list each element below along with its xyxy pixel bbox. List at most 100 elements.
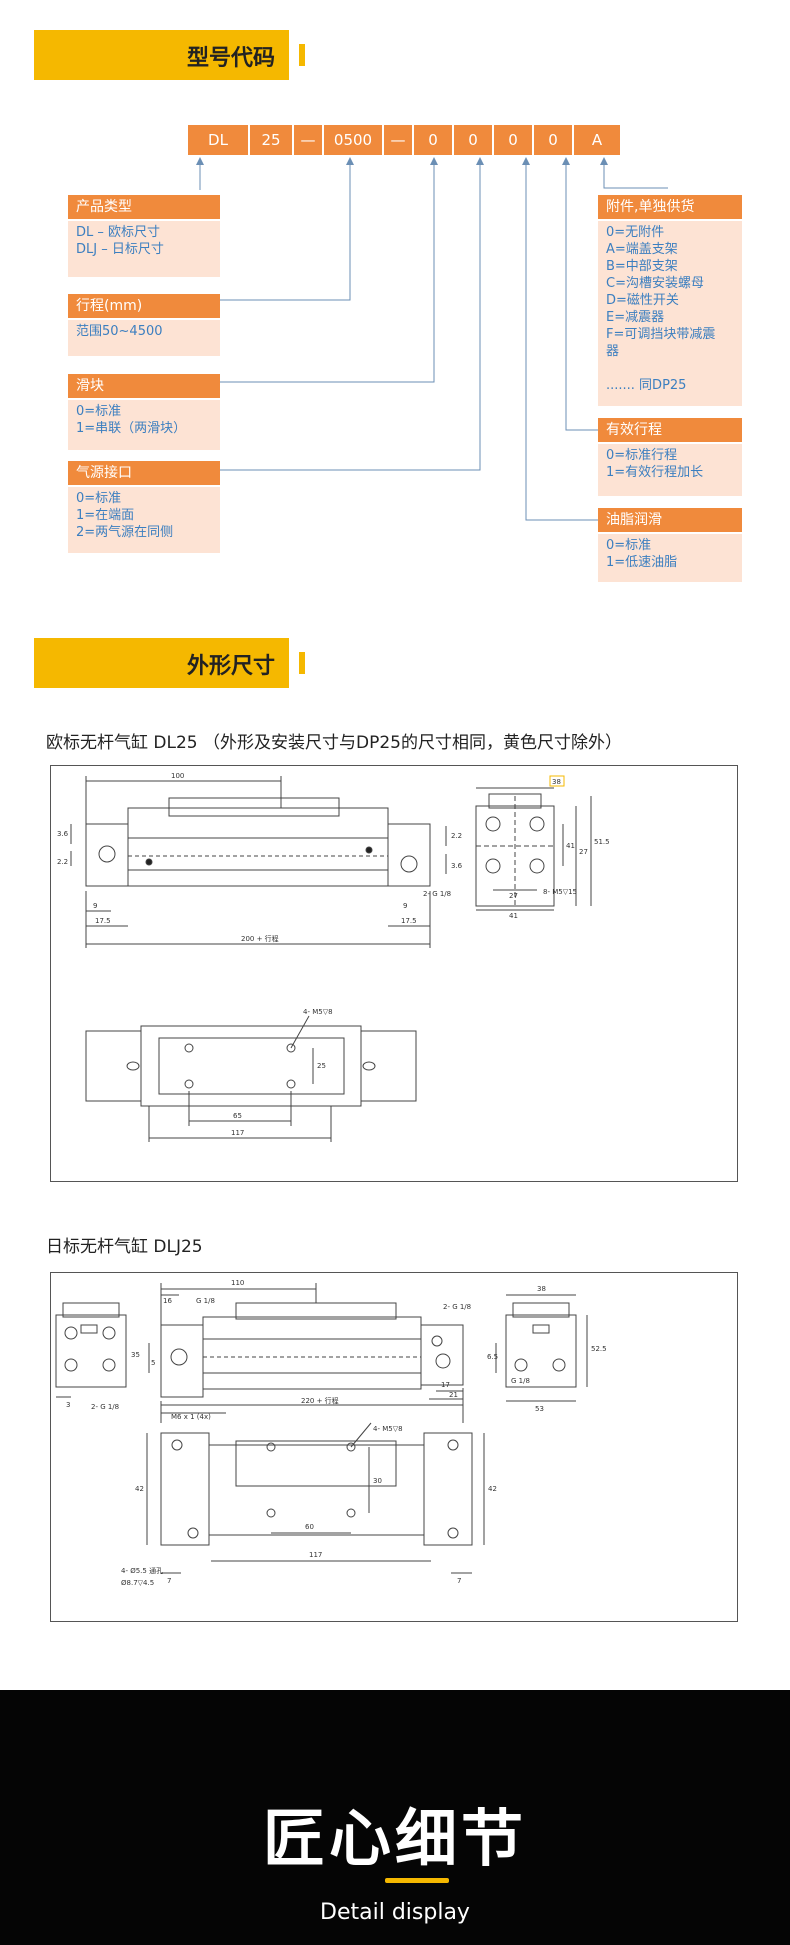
- dim-label: 25: [317, 1062, 326, 1070]
- dim-label: 110: [231, 1279, 244, 1287]
- dim-label: 16: [163, 1297, 172, 1305]
- option-line: 0=无附件: [606, 225, 665, 240]
- option-line: ....... 同DP25: [606, 378, 687, 393]
- dim-label: 30: [373, 1477, 382, 1485]
- dim-label: 17.5: [95, 917, 111, 925]
- dim-label: 117: [309, 1551, 322, 1559]
- option-body-air-port: 0=标准 1=在端面 2=两气源在同侧: [68, 487, 220, 553]
- option-line: DLJ – 日标尺寸: [76, 242, 164, 257]
- dim-label: 200 + 行程: [241, 934, 279, 943]
- dim-label: 51.5: [594, 838, 610, 846]
- section-header-dimensions: 外形尺寸: [34, 638, 305, 688]
- dim-label: 100: [171, 772, 184, 780]
- option-line: 0=标准: [76, 404, 122, 419]
- footer-title: 匠心细节: [262, 1802, 527, 1875]
- code-box-stroke: 0500: [324, 125, 382, 155]
- dim-label: 2- G 1/8: [443, 1303, 471, 1311]
- dim-label: 9: [93, 902, 97, 910]
- dim-label: 27: [579, 848, 588, 856]
- option-line: 器: [606, 344, 620, 359]
- section-header-model-code: 型号代码: [34, 30, 305, 80]
- option-label-air-port: 气源接口: [68, 461, 220, 485]
- dim-label: M6 x 1 (4x): [171, 1413, 211, 1421]
- option-line: 2=两气源在同侧: [76, 525, 174, 540]
- footer-subtitle: Detail display: [320, 1900, 470, 1925]
- option-line: A=端盖支架: [606, 242, 678, 257]
- dim-label: 41: [566, 842, 575, 850]
- option-label-stroke: 行程(mm): [68, 294, 220, 318]
- code-box-dash-2: —: [384, 125, 412, 155]
- option-line: 1=串联（两滑块）: [76, 421, 187, 436]
- dim-label: 2.2: [451, 832, 462, 840]
- option-line: 0=标准: [76, 491, 122, 506]
- dim-label: 17: [441, 1381, 450, 1389]
- dim-label: 42: [488, 1485, 497, 1493]
- option-body-product-type: DL – 欧标尺寸 DLJ – 日标尺寸: [68, 221, 220, 277]
- dim-label: 21: [449, 1391, 458, 1399]
- dim-label: 53: [535, 1405, 544, 1413]
- code-box-effective-stroke: 0: [534, 125, 572, 155]
- dim-label: 27: [509, 892, 518, 900]
- dim-label: 4- Ø5.5 通孔: [121, 1566, 163, 1575]
- option-body-slider: 0=标准 1=串联（两滑块）: [68, 400, 220, 450]
- dim-label: 41: [509, 912, 518, 920]
- dim-label: 17.5: [401, 917, 417, 925]
- dim-label: 7: [457, 1577, 461, 1585]
- footer-accent-line: [385, 1878, 449, 1883]
- option-line: 1=在端面: [76, 508, 135, 523]
- dim-label: 3: [66, 1401, 70, 1409]
- dim-label: 38: [552, 778, 561, 786]
- option-body-grease: 0=标准 1=低速油脂: [598, 534, 742, 582]
- dim-label: 65: [233, 1112, 242, 1120]
- option-label-product-type: 产品类型: [68, 195, 220, 219]
- caption-dl25: 欧标无杆气缸 DL25 （外形及安装尺寸与DP25的尺寸相同，黄色尺寸除外）: [46, 733, 622, 753]
- dim-label: 220 + 行程: [301, 1396, 339, 1405]
- dim-label: 7: [167, 1577, 171, 1585]
- dim-label: 4- M5▽8: [373, 1425, 403, 1433]
- option-label-slider: 滑块: [68, 374, 220, 398]
- code-box-accessory: A: [574, 125, 620, 155]
- section-title: 外形尺寸: [186, 654, 275, 679]
- dim-label: 4- M5▽8: [303, 1008, 333, 1016]
- code-box-dash-1: —: [294, 125, 322, 155]
- section-title: 型号代码: [186, 46, 275, 71]
- option-body-effective-stroke: 0=标准行程 1=有效行程加长: [598, 444, 742, 496]
- option-line: 范围50~4500: [76, 324, 163, 339]
- option-line: F=可调挡块带减震: [606, 327, 716, 342]
- dim-label: 5: [151, 1359, 155, 1367]
- dim-label: 35: [131, 1351, 140, 1359]
- option-line: B=中部支架: [606, 259, 678, 274]
- dim-label: G 1/8: [511, 1377, 530, 1385]
- code-box-slider: 0: [414, 125, 452, 155]
- dim-label: 52.5: [591, 1345, 607, 1353]
- option-label-grease: 油脂润滑: [598, 508, 742, 532]
- dim-label: 9: [403, 902, 407, 910]
- code-box-grease: 0: [494, 125, 532, 155]
- dim-label: 6.5: [487, 1353, 498, 1361]
- dim-label: 38: [537, 1285, 546, 1293]
- dim-label: 2.2: [57, 858, 68, 866]
- option-label-accessory: 附件,单独供货: [598, 195, 742, 219]
- dim-label: 2- G 1/8: [423, 890, 451, 898]
- dim-label: 2- G 1/8: [91, 1403, 119, 1411]
- option-label-effective-stroke: 有效行程: [598, 418, 742, 442]
- option-body-accessory: 0=无附件 A=端盖支架 B=中部支架 C=沟槽安装螺母 D=磁性开关 E=减震…: [598, 221, 742, 406]
- caption-dlj25: 日标无杆气缸 DLJ25: [46, 1237, 203, 1257]
- header-accent-bar: [299, 652, 305, 674]
- option-line: [606, 360, 734, 377]
- code-box-bore: 25: [250, 125, 292, 155]
- footer-banner: 匠心细节 Detail display: [0, 1690, 790, 1945]
- header-accent-bar: [299, 44, 305, 66]
- option-line: 0=标准: [606, 538, 652, 553]
- dim-label: 60: [305, 1523, 314, 1531]
- option-line: 1=低速油脂: [606, 555, 678, 570]
- dim-label: Ø8.7▽4.5: [121, 1579, 154, 1587]
- option-line: 0=标准行程: [606, 448, 678, 463]
- option-line: D=磁性开关: [606, 293, 679, 308]
- drawing-dl25: 100 3.6 2.2 2.2 3.6 2- G 1/8 9 9 17.5 17…: [50, 765, 738, 1182]
- code-box-series: DL: [188, 125, 248, 155]
- option-line: DL – 欧标尺寸: [76, 225, 161, 240]
- code-box-air-port: 0: [454, 125, 492, 155]
- dim-label: 8- M5▽15: [543, 888, 577, 896]
- dim-label: G 1/8: [196, 1297, 215, 1305]
